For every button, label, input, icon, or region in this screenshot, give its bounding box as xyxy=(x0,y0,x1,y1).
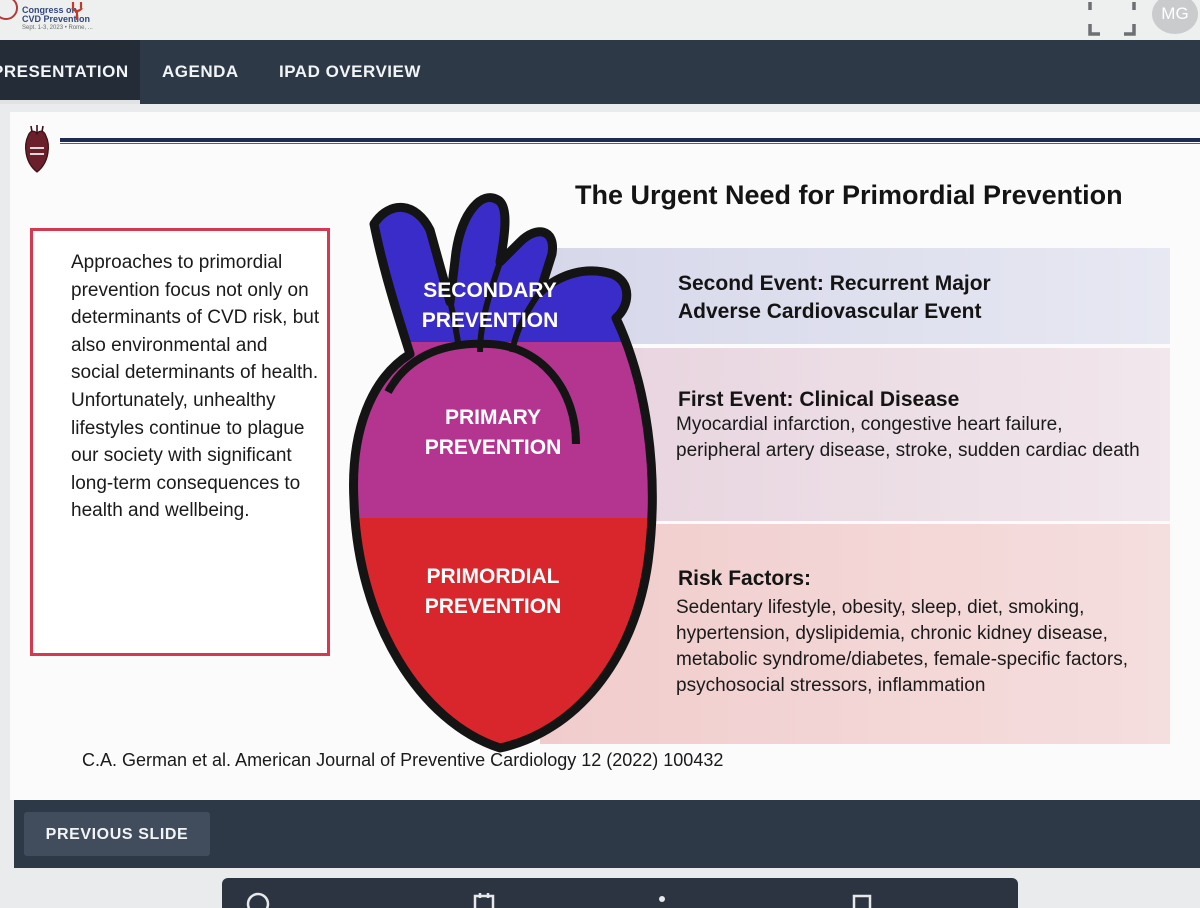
slide-heart-logo-icon xyxy=(25,125,49,173)
previous-slide-button[interactable]: PREVIOUS SLIDE xyxy=(24,812,210,856)
heart-vessel-line-1 xyxy=(427,229,461,343)
logo-icon xyxy=(0,0,18,20)
heart-vessel-line-3 xyxy=(509,290,543,353)
label-secondary-line-2: PREVENTION xyxy=(421,309,559,332)
bottom-dock xyxy=(222,878,1018,908)
document-icon[interactable] xyxy=(850,890,874,908)
logo-line-3: Sept. 1-3, 2023 • Rome, ... xyxy=(22,25,93,31)
band-primordial-body: Sedentary lifestyle, obesity, sleep, die… xyxy=(676,597,1128,696)
tab-agenda[interactable]: AGENDA xyxy=(162,62,239,81)
label-primary-line-2: PREVENTION xyxy=(424,436,562,459)
tab-presentation[interactable]: PRESENTATION xyxy=(0,40,140,104)
calendar-icon[interactable] xyxy=(472,890,496,908)
citation-text: C.A. German et al. American Journal of P… xyxy=(82,750,724,770)
top-bar: Congress on CVD Prevention Sept. 1-3, 20… xyxy=(0,0,1200,42)
main-nav: PRESENTATION AGENDA IPAD OVERVIEW xyxy=(0,40,1200,104)
slide-controls-bar: PREVIOUS SLIDE xyxy=(14,800,1200,868)
sidebar-text-box: Approaches to primordial prevention focu… xyxy=(30,228,330,656)
label-primary-prevention: PRIMARY PREVENTION xyxy=(393,403,593,463)
fullscreen-button[interactable] xyxy=(1088,2,1136,36)
person-icon[interactable] xyxy=(650,890,674,908)
congress-logo: Congress on CVD Prevention Sept. 1-3, 20… xyxy=(0,0,95,31)
clock-icon[interactable] xyxy=(246,890,270,908)
fullscreen-icon xyxy=(1088,2,1136,36)
label-primordial-prevention: PRIMORDIAL PREVENTION xyxy=(393,562,593,622)
heart-outline xyxy=(349,193,657,753)
label-primordial-line-2: PREVENTION xyxy=(424,595,562,618)
presentation-slide: The Urgent Need for Primordial Preventio… xyxy=(10,112,1200,800)
label-primordial-line-1: PRIMORDIAL xyxy=(426,565,560,588)
heart-diagram xyxy=(349,193,657,753)
lobster-icon xyxy=(71,2,83,20)
band-primary-heading: First Event: Clinical Disease xyxy=(678,388,960,411)
label-secondary-line-1: SECONDARY xyxy=(423,279,557,302)
logo-line-2: CVD Prevention xyxy=(22,14,91,24)
slide-title: The Urgent Need for Primordial Preventio… xyxy=(575,180,1123,210)
heart-inner-curve xyxy=(384,339,580,445)
label-primary-line-1: PRIMARY xyxy=(444,406,542,429)
slide-header-rule xyxy=(60,138,1200,142)
slide-header-accent-rule xyxy=(60,143,1200,144)
sidebar-text: Approaches to primordial prevention focu… xyxy=(71,252,320,522)
band-secondary-heading-line-2: Adverse Cardiovascular Event xyxy=(678,300,982,323)
band-secondary-prevention: Second Event: Recurrent Major Adverse Ca… xyxy=(540,248,1170,344)
label-secondary-prevention: SECONDARY PREVENTION xyxy=(390,276,590,336)
band-primary-prevention: First Event: Clinical Disease Myocardial… xyxy=(540,348,1170,521)
band-primary-body: Myocardial infarction, congestive heart … xyxy=(676,414,1140,461)
heart-vessel-line-2 xyxy=(477,261,503,353)
band-secondary-heading-line-1: Second Event: Recurrent Major xyxy=(678,272,991,295)
logo-line-1: Congress on xyxy=(22,5,78,15)
tab-ipad-overview[interactable]: IPAD OVERVIEW xyxy=(279,62,421,81)
band-primordial-heading: Risk Factors: xyxy=(678,567,812,590)
user-avatar[interactable]: MG xyxy=(1152,0,1198,34)
heart-primordial-region xyxy=(353,518,653,748)
